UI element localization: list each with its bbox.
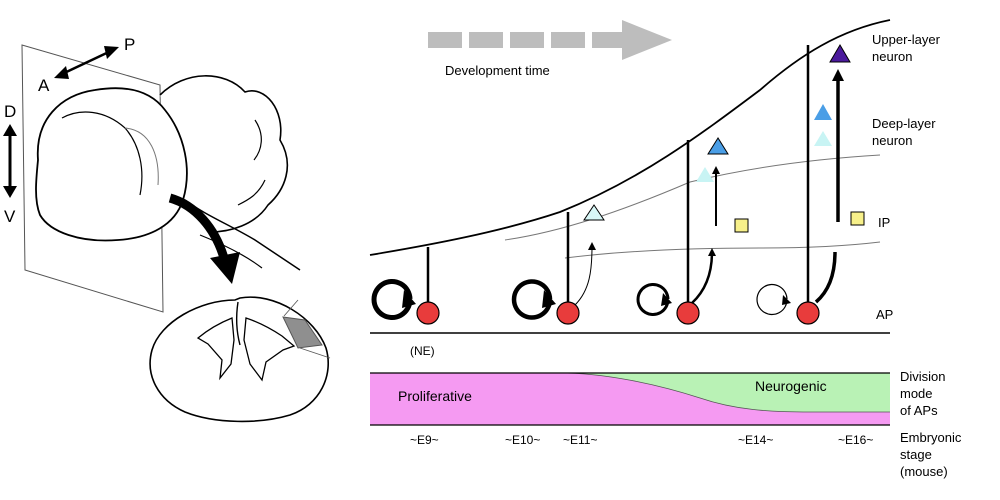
ap-cell-e14 bbox=[676, 301, 700, 325]
stage-e16: ~E16~ bbox=[838, 433, 873, 447]
brain-illustration: P A D V bbox=[3, 35, 331, 423]
ip-label: IP bbox=[878, 215, 890, 230]
cortex-diagram bbox=[369, 19, 891, 334]
ap-cell-e9 bbox=[416, 301, 440, 325]
self-renew-arrow-e14 bbox=[636, 283, 670, 316]
axis-p-label: P bbox=[124, 35, 135, 54]
upper-layer-neuron bbox=[829, 44, 851, 63]
coronal-section-outline bbox=[149, 296, 330, 423]
upper-layer-label-1: Upper-layer bbox=[872, 32, 941, 47]
upper-layer-label-2: neuron bbox=[872, 49, 912, 64]
proliferative-region bbox=[370, 373, 890, 425]
ip-cell-e14 bbox=[734, 218, 749, 233]
deep-neuron-light-e16 bbox=[814, 131, 832, 146]
stage-e9: ~E9~ bbox=[410, 433, 439, 447]
development-time-arrow bbox=[428, 20, 672, 60]
deep-neuron-e16 bbox=[814, 104, 832, 120]
pial-surface-line bbox=[369, 19, 891, 256]
ventricle-right bbox=[243, 317, 296, 382]
ap-cell-e16 bbox=[796, 301, 820, 325]
coronal-plane bbox=[21, 44, 164, 313]
neurogenic-region bbox=[370, 373, 890, 412]
embryonic-stage-label-1: Embryonic bbox=[900, 430, 962, 445]
deep-neuron-pale-e10 bbox=[583, 204, 605, 221]
axis-a-label: A bbox=[38, 76, 50, 95]
ventricle-left bbox=[196, 317, 235, 381]
embryonic-stage-label-3: (mouse) bbox=[900, 464, 948, 479]
cortex-highlight bbox=[282, 316, 323, 349]
deep-neuron-light-e14 bbox=[696, 167, 714, 182]
stage-e10: ~E10~ bbox=[505, 433, 540, 447]
deep-neuron-e14 bbox=[707, 137, 729, 155]
self-renew-arrow-e9 bbox=[371, 279, 413, 320]
ip-cell-e16 bbox=[850, 211, 865, 226]
neurogenic-label: Neurogenic bbox=[755, 378, 827, 394]
division-mode-band bbox=[370, 372, 890, 426]
ap-cell-e10 bbox=[556, 301, 580, 325]
self-renew-arrow-e10 bbox=[511, 279, 553, 320]
ne-label: (NE) bbox=[410, 344, 435, 358]
section-curved-arrow bbox=[168, 193, 229, 260]
deep-layer-label-1: Deep-layer bbox=[872, 116, 936, 131]
ap-label: AP bbox=[876, 307, 893, 322]
division-mode-label-2: mode bbox=[900, 386, 933, 401]
embryonic-stage-label-2: stage bbox=[900, 447, 932, 462]
proliferative-label: Proliferative bbox=[398, 388, 472, 404]
self-renew-arrow-e16 bbox=[756, 283, 788, 316]
axis-d-label: D bbox=[4, 102, 16, 121]
division-mode-label-1: Division bbox=[900, 369, 946, 384]
cerebral-hemisphere bbox=[35, 87, 188, 242]
deep-layer-label-2: neuron bbox=[872, 133, 912, 148]
axis-v-label: V bbox=[4, 207, 16, 226]
development-time-label: Development time bbox=[445, 63, 550, 78]
division-mode-label-3: of APs bbox=[900, 403, 938, 418]
stage-e11: ~E11~ bbox=[563, 433, 597, 447]
stage-e14: ~E14~ bbox=[738, 433, 773, 447]
